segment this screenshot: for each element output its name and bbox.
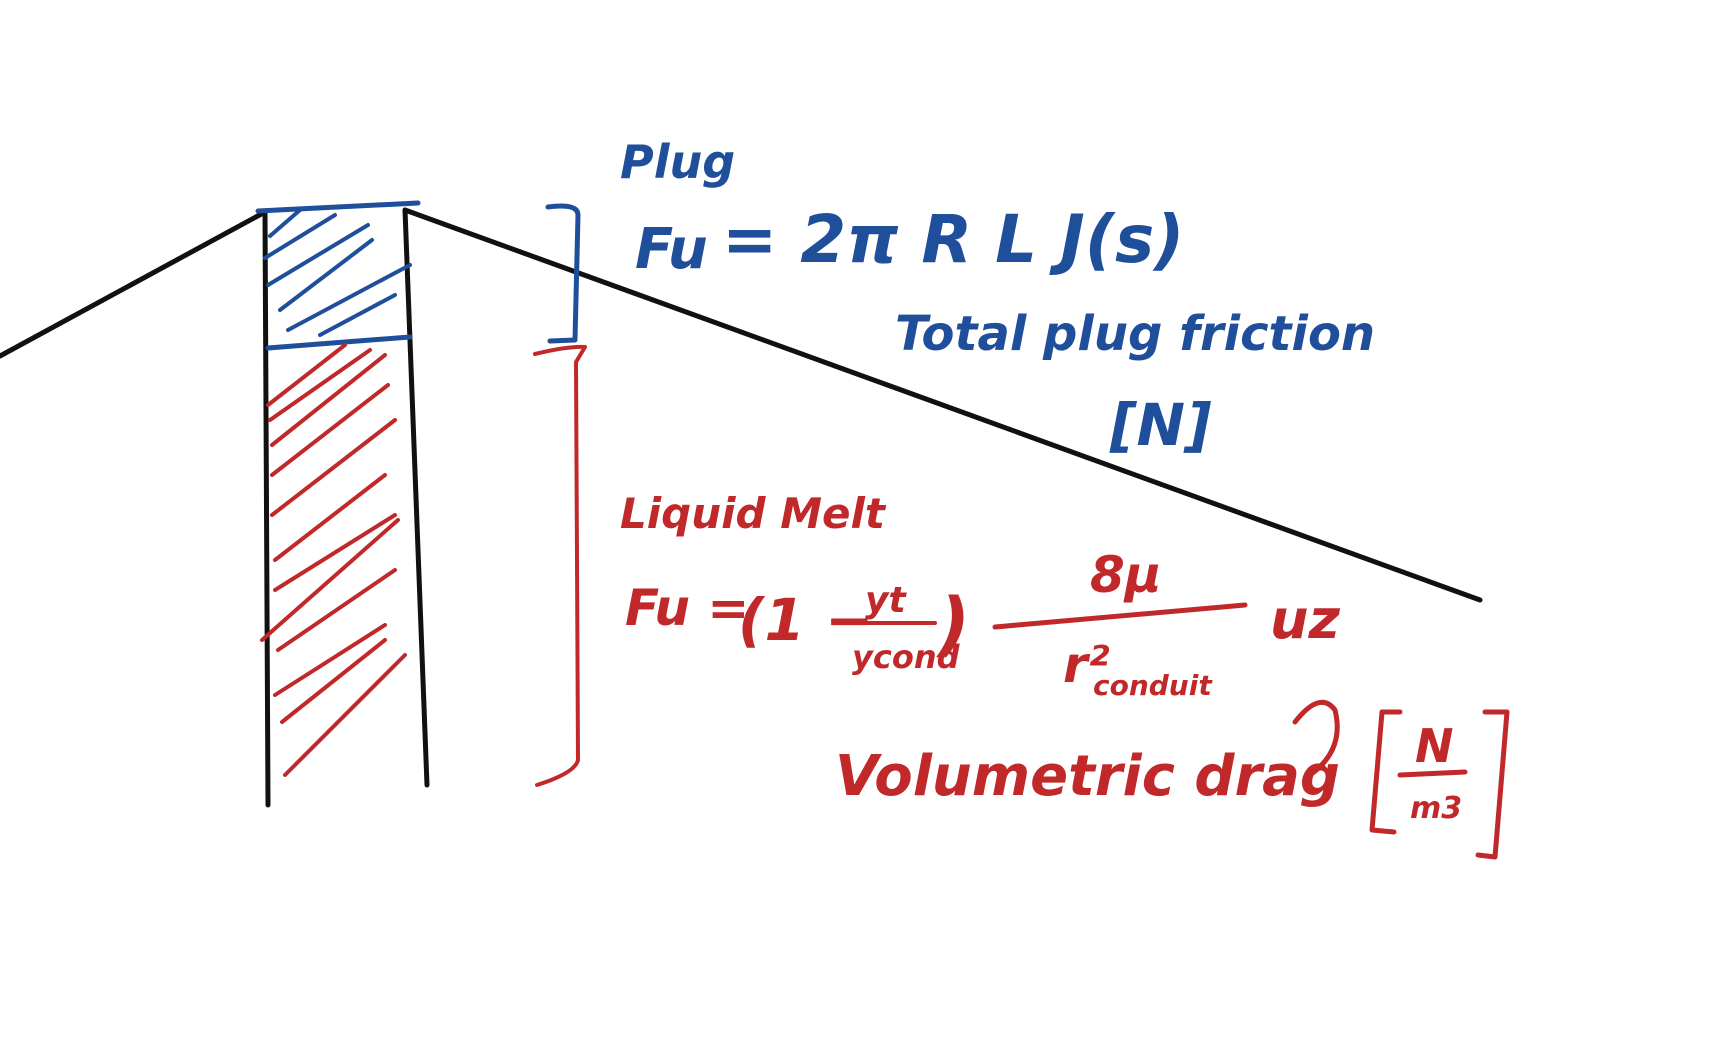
melt-region [260, 343, 407, 777]
plug-bracket [545, 203, 581, 344]
plug-annotations: Plug Fu = 2π R L J(s) Total plug frictio… [620, 135, 1375, 459]
melt-units-numerator: N [1415, 719, 1454, 773]
melt-frac1-denominator: ycond [852, 638, 961, 676]
melt-frac2-denominator: r² [1063, 636, 1110, 694]
left-slope [0, 209, 268, 359]
melt-units-left-bracket [1369, 709, 1403, 835]
melt-heading: Liquid Melt [620, 489, 887, 538]
melt-formula-lhs: Fu = [625, 579, 749, 637]
plug-formula-rhs: = 2π R L J(s) [722, 201, 1184, 278]
right-slope [402, 207, 1483, 603]
plug-top-line [255, 200, 421, 214]
melt-units-denominator: m3 [1410, 791, 1462, 826]
melt-bracket [533, 344, 587, 787]
melt-frac2-numerator: 8μ [1090, 546, 1162, 604]
plug-bottom-line [265, 334, 413, 351]
conduit-left-wall [262, 209, 271, 808]
melt-units-bar [1397, 769, 1468, 778]
conduit-right-wall [402, 207, 430, 788]
plug-description: Total plug friction [895, 306, 1375, 362]
plug-heading: Plug [620, 135, 735, 189]
melt-description-arrow [1292, 699, 1340, 778]
volcano-outline [0, 207, 1483, 808]
melt-annotations: Liquid Melt Fu = (1 − yt ycond ) 8μ r² c… [620, 489, 1510, 860]
plug-units: [N] [1109, 391, 1212, 459]
melt-frac2-denominator-sub: conduit [1093, 669, 1213, 702]
plug-hatching [263, 208, 412, 337]
melt-frac1-numerator: yt [865, 580, 907, 621]
melt-paren-open: (1 − [738, 586, 874, 654]
plug-region [255, 200, 421, 351]
melt-paren-close: ) [936, 583, 970, 665]
plug-formula-lhs: Fu [635, 217, 708, 282]
melt-frac2-bar [992, 602, 1248, 630]
melt-description: Volumetric drag [835, 744, 1340, 809]
melt-units-right-bracket [1475, 709, 1510, 860]
melt-units: N m3 [1369, 709, 1510, 860]
melt-velocity: uz [1270, 588, 1340, 651]
